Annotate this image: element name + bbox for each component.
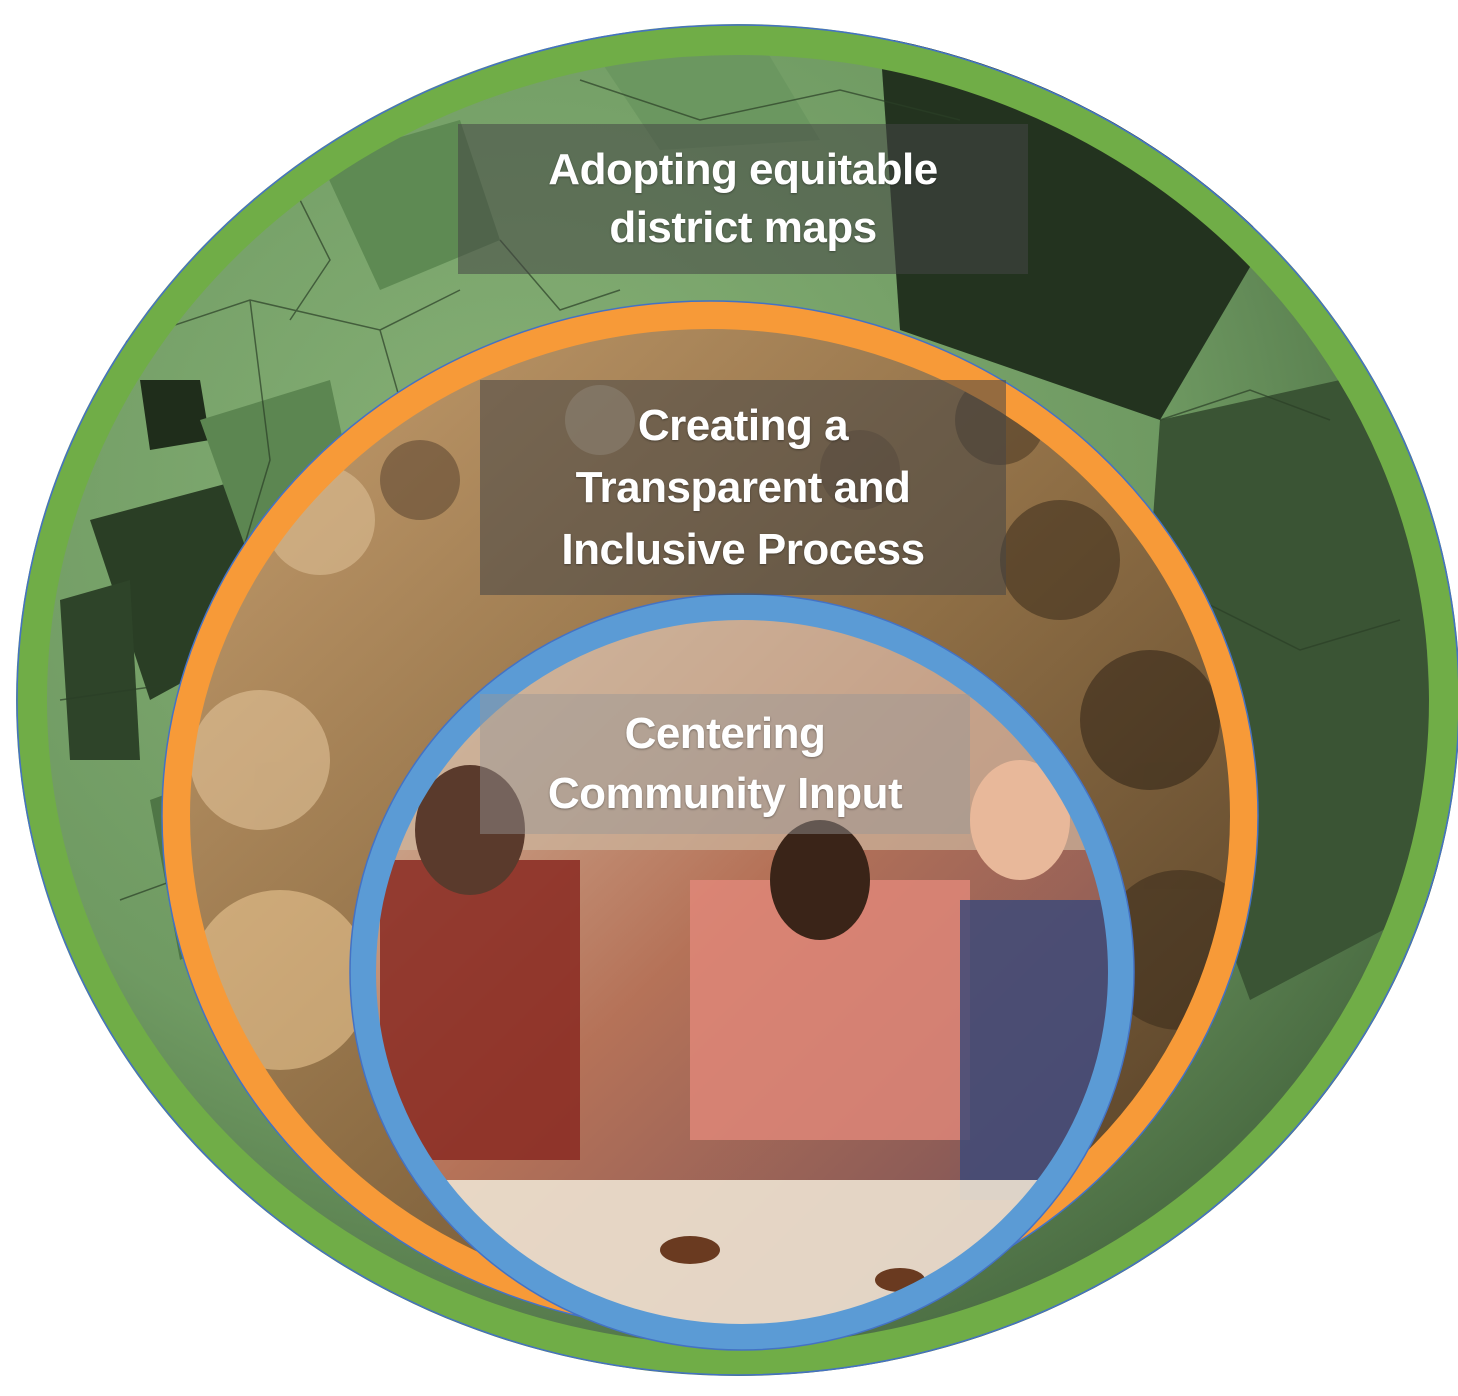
outer-ring-label-line-2: district maps (609, 203, 877, 252)
middle-ring-label-line-1: Creating a (637, 400, 849, 450)
inner-ring-label: Centering Community Input (480, 694, 970, 834)
middle-ring-label-line-2: Transparent and (575, 462, 911, 512)
inner-ring-label-line-1: Centering (624, 709, 826, 758)
outer-ring-label: Adopting equitable district maps (458, 124, 1028, 274)
inner-ring-border (350, 594, 1134, 1350)
outer-ring-outline (16, 24, 1458, 1376)
middle-ring-label: Creating a Transparent and Inclusive Pro… (480, 380, 1006, 595)
outer-ring-border (17, 25, 1458, 1375)
middle-ring-label-line-3: Inclusive Process (561, 524, 925, 574)
outer-ring-label-line-1: Adopting equitable (548, 145, 938, 194)
inner-ring-label-line-2: Community Input (547, 769, 903, 818)
